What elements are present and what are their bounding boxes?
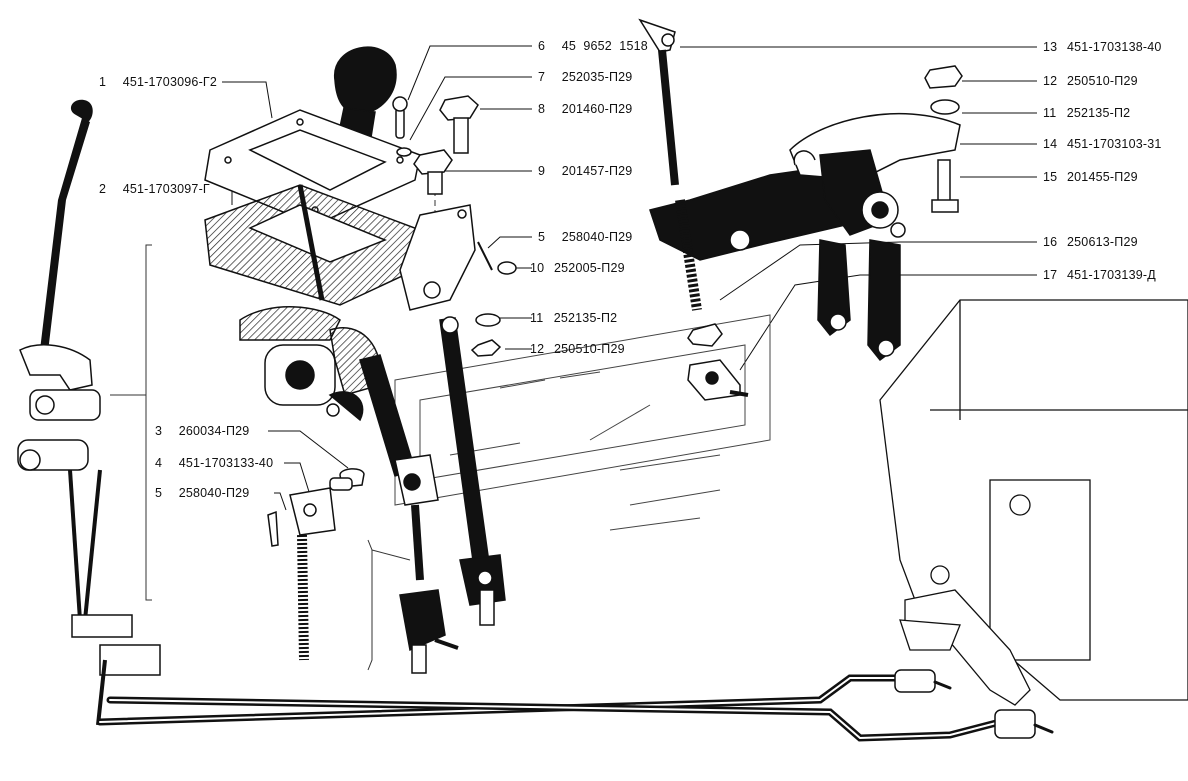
callout-number: 3 bbox=[155, 424, 163, 438]
callout-part-code: 451-1703096-Г2 bbox=[122, 75, 218, 89]
callout-number: 15 bbox=[1043, 170, 1058, 184]
callout-number: 9 bbox=[538, 164, 546, 178]
callout-part-code: 451-1703133-40 bbox=[178, 456, 274, 470]
callout-part-code: 252005-П29 bbox=[554, 261, 625, 275]
callout-7: 7 252035-П29 bbox=[538, 70, 632, 84]
callout-part-code: 451-1703097-Г bbox=[122, 182, 210, 196]
callout-part-code: 201460-П29 bbox=[561, 102, 633, 116]
fasteners-right bbox=[687, 65, 963, 401]
callout-part-code: 252035-П29 bbox=[561, 70, 633, 84]
callout-4: 4 451-1703133-40 bbox=[155, 456, 273, 470]
callout-11-right: 11 252135-П2 bbox=[1043, 106, 1130, 120]
linkage-rods bbox=[96, 669, 1054, 742]
callout-2: 2 451-1703097-Г bbox=[99, 182, 210, 196]
callout-number: 7 bbox=[538, 70, 546, 84]
callout-part-code: 260034-П29 bbox=[178, 424, 250, 438]
callout-3: 3 260034-П29 bbox=[155, 424, 249, 438]
callout-12-right: 12 250510-П29 bbox=[1043, 74, 1138, 88]
left-lever-assembly bbox=[17, 99, 161, 726]
lever-bracket bbox=[392, 95, 517, 357]
callout-part-code: 451-1703139-Д bbox=[1067, 268, 1156, 282]
selector-bracket-assembly bbox=[649, 113, 961, 362]
callout-17: 17 451-1703139-Д bbox=[1043, 268, 1156, 282]
callout-part-code: 45 9652 1518 bbox=[561, 39, 648, 53]
callout-number: 2 bbox=[99, 182, 107, 196]
central-linkage bbox=[326, 316, 506, 674]
callout-number: 14 bbox=[1043, 137, 1058, 151]
callout-number: 1 bbox=[99, 75, 107, 89]
callout-part-code: 201457-П29 bbox=[561, 164, 633, 178]
callout-part-code: 250510-П29 bbox=[554, 342, 625, 356]
callout-part-code: 258040-П29 bbox=[561, 230, 633, 244]
callout-14: 14 451-1703103-31 bbox=[1043, 137, 1162, 151]
callout-number: 17 bbox=[1043, 268, 1058, 282]
shift-knob-and-boot bbox=[204, 46, 421, 406]
callout-5-right: 5 258040-П29 bbox=[538, 230, 632, 244]
callout-number: 10 bbox=[530, 261, 545, 275]
clevis-parts-left bbox=[267, 468, 365, 661]
callout-part-code: 258040-П29 bbox=[178, 486, 250, 500]
callout-1: 1 451-1703096-Г2 bbox=[99, 75, 217, 89]
callout-13: 13 451-1703138-40 bbox=[1043, 40, 1162, 54]
callout-part-code: 201455-П29 bbox=[1067, 170, 1138, 184]
callout-number: 6 bbox=[538, 39, 546, 53]
callout-part-code: 250510-П29 bbox=[1067, 74, 1138, 88]
callout-16: 16 250613-П29 bbox=[1043, 235, 1138, 249]
callout-12-center: 12 250510-П29 bbox=[530, 342, 625, 356]
callout-number: 5 bbox=[538, 230, 546, 244]
callout-number: 5 bbox=[155, 486, 163, 500]
callout-part-code: 451-1703103-31 bbox=[1067, 137, 1162, 151]
vertical-rod-13 bbox=[638, 18, 702, 311]
callout-part-code: 252135-П2 bbox=[1066, 106, 1131, 120]
callout-number: 12 bbox=[530, 342, 545, 356]
callout-number: 11 bbox=[530, 311, 544, 325]
leader-lines bbox=[222, 45, 1037, 511]
callout-number: 8 bbox=[538, 102, 546, 116]
callout-part-code: 451-1703138-40 bbox=[1067, 40, 1162, 54]
callout-number: 4 bbox=[155, 456, 163, 470]
callout-9: 9 201457-П29 bbox=[538, 164, 632, 178]
callout-number: 11 bbox=[1043, 106, 1057, 120]
callout-number: 12 bbox=[1043, 74, 1058, 88]
callout-6: 6 45 9652 1518 bbox=[538, 39, 648, 53]
gearbox-housing bbox=[879, 299, 1188, 706]
callout-5-left: 5 258040-П29 bbox=[155, 486, 249, 500]
callout-number: 16 bbox=[1043, 235, 1058, 249]
callout-10: 10 252005-П29 bbox=[530, 261, 625, 275]
callout-number: 13 bbox=[1043, 40, 1058, 54]
callout-part-code: 250613-П29 bbox=[1067, 235, 1138, 249]
callout-part-code: 252135-П2 bbox=[553, 311, 618, 325]
callout-11-center: 11 252135-П2 bbox=[530, 311, 617, 325]
callout-15: 15 201455-П29 bbox=[1043, 170, 1138, 184]
callout-8: 8 201460-П29 bbox=[538, 102, 632, 116]
